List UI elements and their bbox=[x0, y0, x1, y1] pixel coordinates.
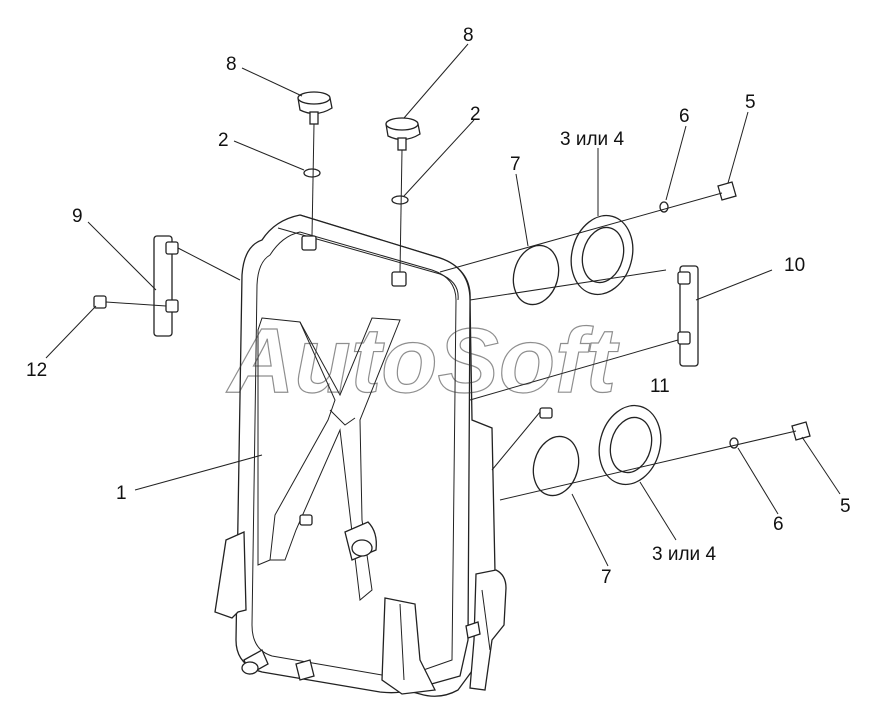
o-ring-upper bbox=[512, 244, 560, 306]
bolt-lower bbox=[791, 421, 811, 441]
flange-upper bbox=[570, 214, 634, 296]
fuel-tank bbox=[214, 214, 507, 697]
watermark: AutoSoft bbox=[226, 310, 620, 412]
callout-10: 10 bbox=[784, 255, 805, 276]
callout-3-upper: 3 или 4 bbox=[560, 129, 624, 150]
callout-12: 12 bbox=[26, 360, 47, 381]
callout-leaders bbox=[45, 43, 841, 567]
strap-right bbox=[677, 265, 699, 367]
callout-2-right: 2 bbox=[470, 104, 481, 125]
callout-5-lower: 5 bbox=[840, 496, 851, 517]
strap-left bbox=[153, 235, 179, 337]
callout-7-upper: 7 bbox=[510, 154, 521, 175]
callout-2-left: 2 bbox=[218, 130, 229, 151]
filler-cap-left bbox=[297, 91, 333, 125]
callout-labels: 1 2 2 3 или 4 3 или 4 5 5 6 6 7 7 8 8 9 … bbox=[26, 25, 851, 588]
callout-5-upper: 5 bbox=[745, 92, 756, 113]
nut-11 bbox=[539, 407, 553, 419]
callout-8-left: 8 bbox=[226, 54, 237, 75]
callout-1: 1 bbox=[116, 483, 127, 504]
assembly-lines bbox=[105, 123, 797, 501]
flange-lower bbox=[598, 404, 662, 486]
callout-8-right: 8 bbox=[463, 25, 474, 46]
callout-11: 11 bbox=[650, 376, 670, 397]
gasket-left bbox=[303, 168, 321, 178]
callout-9: 9 bbox=[72, 206, 83, 227]
bolt-upper bbox=[717, 181, 737, 201]
callout-6-upper: 6 bbox=[679, 106, 690, 127]
filler-cap-right bbox=[385, 117, 421, 151]
callout-3-lower: 3 или 4 bbox=[652, 544, 716, 565]
callout-6-lower: 6 bbox=[773, 514, 784, 535]
gasket-right bbox=[391, 195, 409, 205]
o-ring-lower bbox=[532, 435, 580, 497]
callout-7-lower: 7 bbox=[601, 567, 612, 588]
